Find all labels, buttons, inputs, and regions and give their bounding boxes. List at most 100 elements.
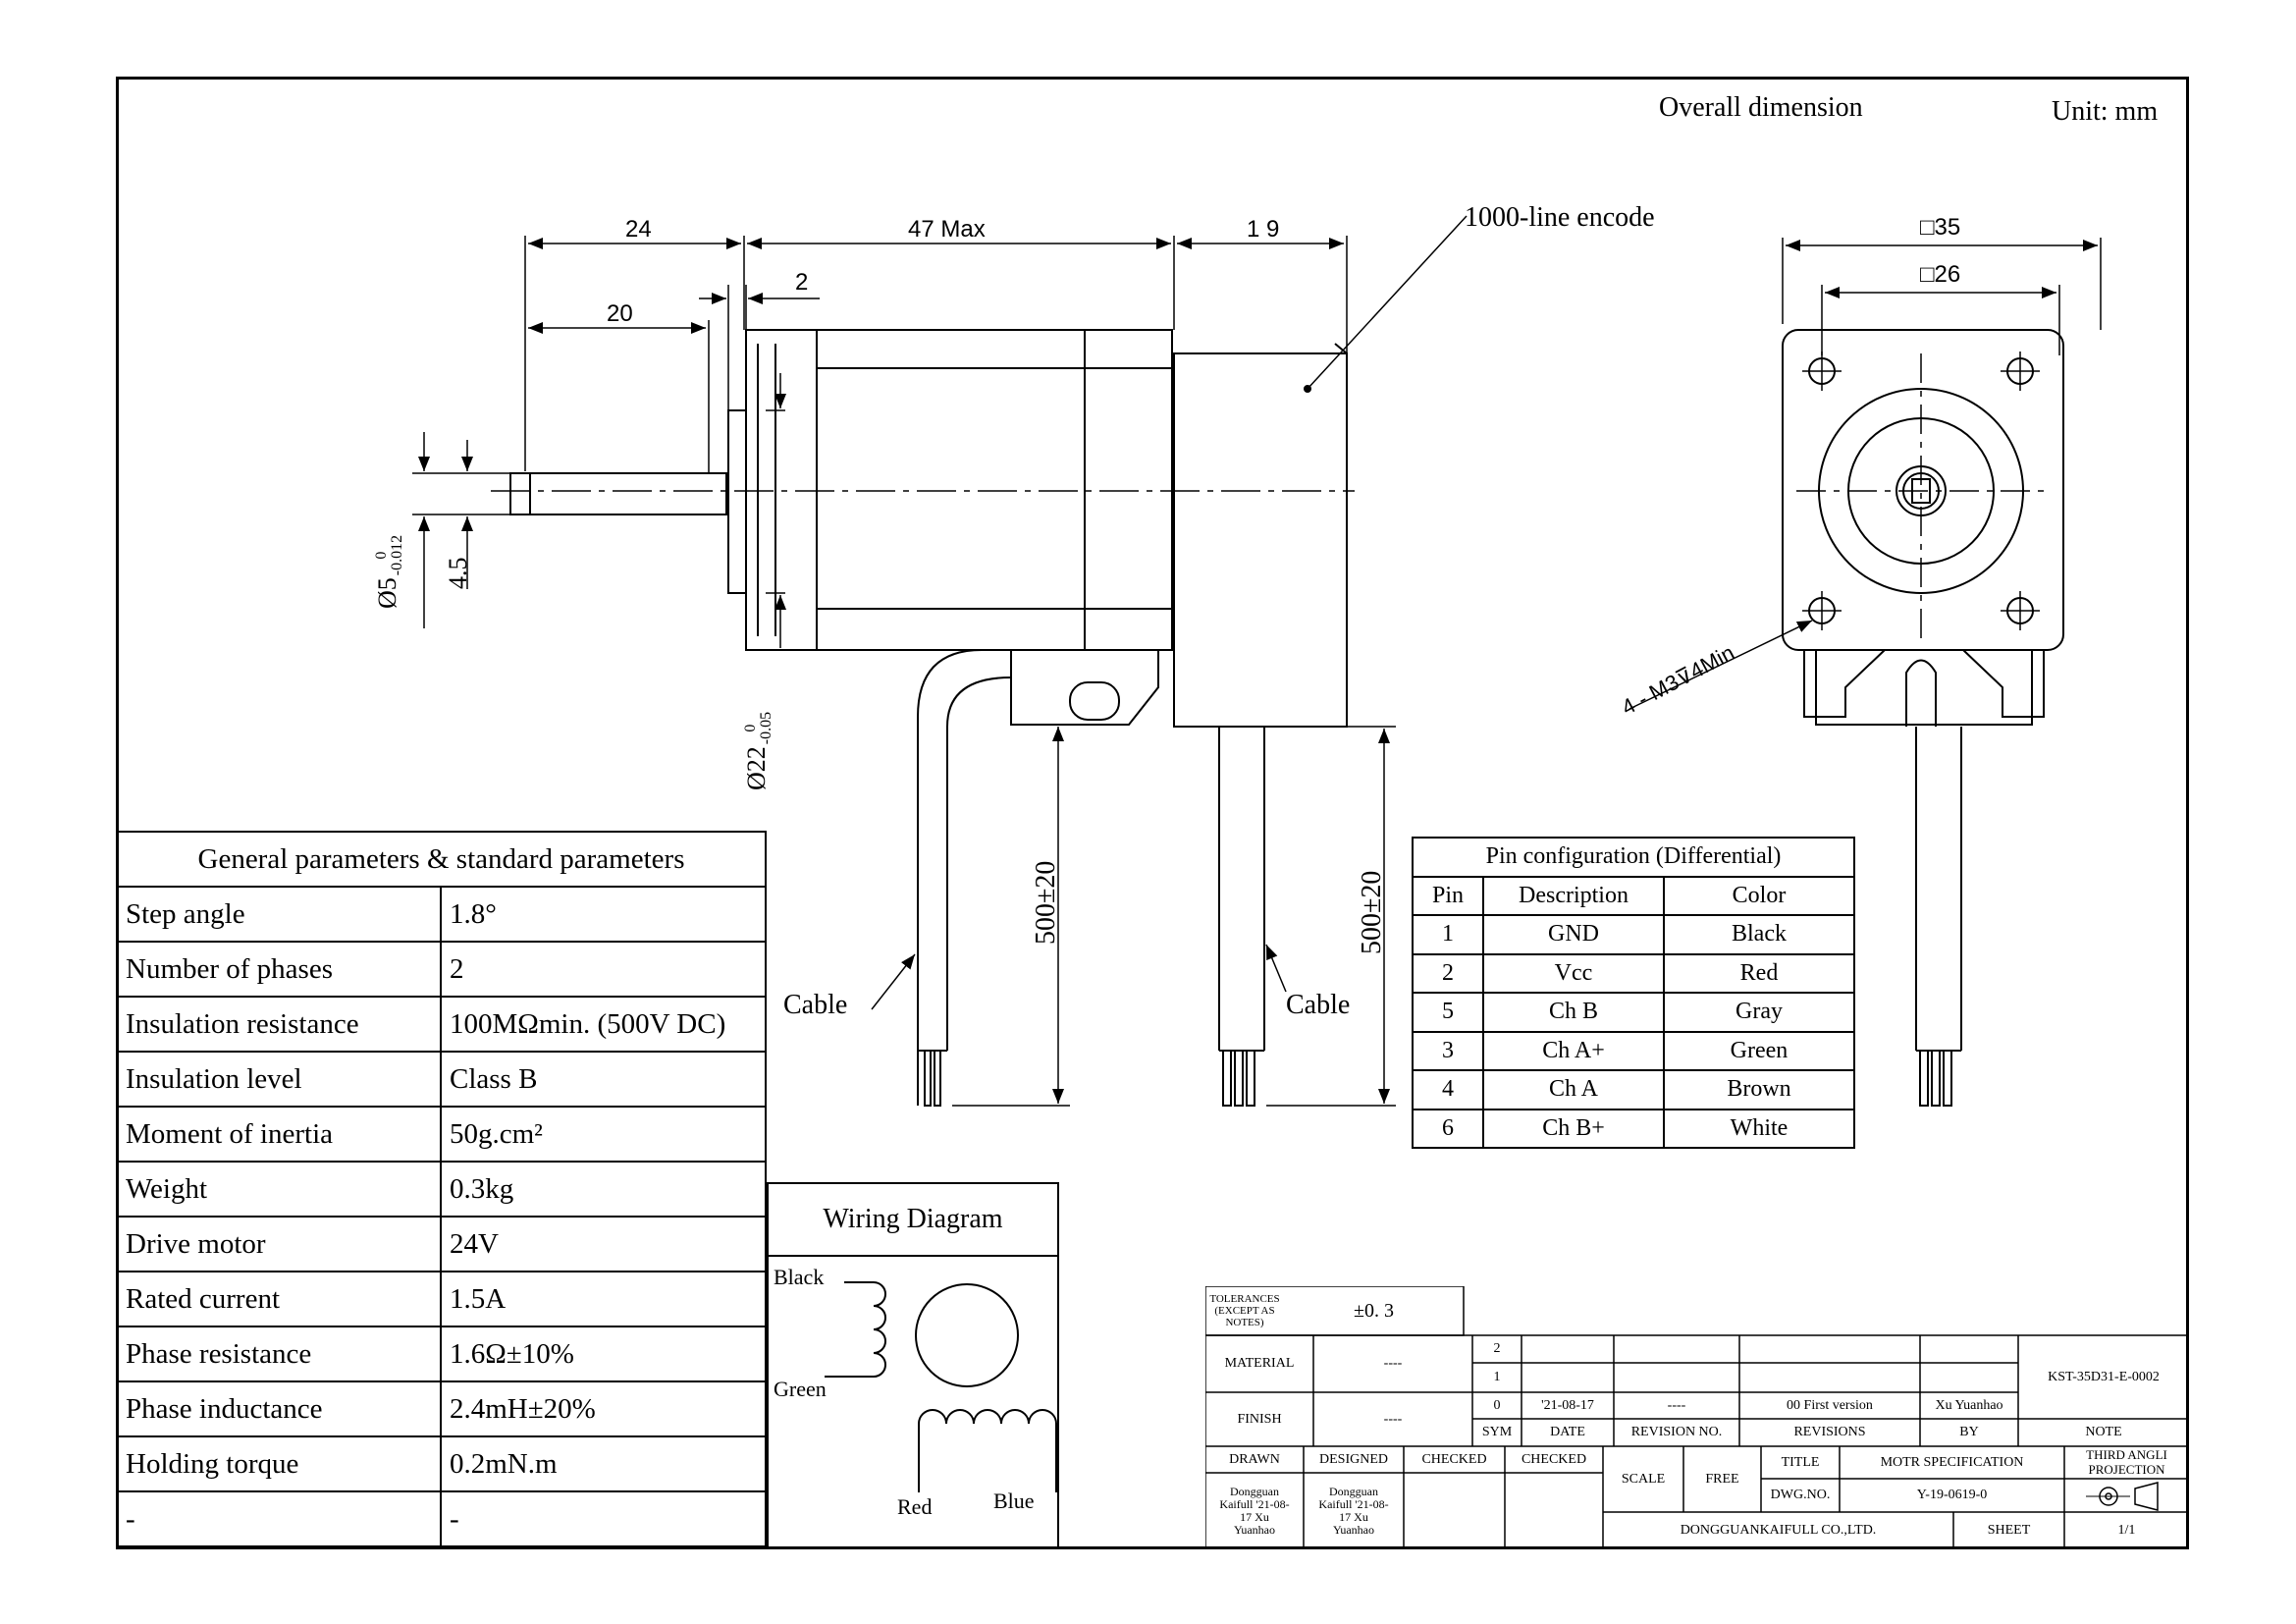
coil-b (918, 1409, 1057, 1492)
pin-header: Pin (1412, 875, 1484, 916)
wiring-diagram: Wiring Diagram (767, 1182, 1059, 1549)
param-name: Number of phases (116, 941, 442, 998)
dim-flat: 4.5 (444, 557, 472, 590)
color-cell: Green (1663, 1030, 1855, 1071)
by-header: BY (1959, 1425, 1979, 1440)
pin-cell: 1 (1412, 914, 1484, 955)
cable-label-2: Cable (1286, 990, 1351, 1020)
finish-label: FINISH (1237, 1411, 1282, 1427)
pilot-tol-bot: -0.05 (758, 711, 775, 745)
company-name: DONGGUANKAIFULL CO.,LTD. (1680, 1523, 1877, 1539)
param-value: Class B (440, 1051, 767, 1108)
drawn-by: Dongguan Kaifull '21-08-17 Xu Yuanhao (1219, 1484, 1290, 1538)
dwg-label: DWG.NO. (1770, 1488, 1831, 1503)
scale-value: FREE (1705, 1471, 1739, 1487)
param-name: Drive motor (116, 1216, 442, 1272)
param-value: 24V (440, 1216, 767, 1272)
motor-boss (727, 409, 747, 594)
tolerances-value: ±0. 3 (1354, 1300, 1394, 1322)
dim-cable-length-2: 500±20 (1357, 870, 1387, 954)
dim-hole-square: □26 (1920, 261, 1961, 288)
scale-label: SCALE (1621, 1471, 1666, 1487)
dim-flat-length: 20 (607, 300, 633, 327)
param-name: - (116, 1490, 442, 1547)
param-name: Insulation level (116, 1051, 442, 1108)
dim-encoder-length: 1 9 (1247, 216, 1280, 243)
projection-symbol-icon (2091, 1479, 2169, 1512)
rev-2: 2 (1493, 1341, 1501, 1357)
desc-cell: Ch B (1482, 992, 1665, 1033)
material-value: ---- (1383, 1356, 1403, 1372)
param-name: Phase inductance (116, 1380, 442, 1437)
param-name: Weight (116, 1161, 442, 1218)
param-name: Moment of inertia (116, 1106, 442, 1163)
front-flange (1782, 329, 2064, 651)
title-block-grid (1205, 1286, 2189, 1549)
wire-blue-label: Blue (993, 1489, 1035, 1513)
date-header: DATE (1550, 1425, 1585, 1440)
param-value: - (440, 1490, 767, 1547)
material-label: MATERIAL (1224, 1356, 1295, 1372)
projection-label: THIRD ANGLI PROJECTION (2086, 1447, 2167, 1477)
shaft-dia-text: Ø5 (373, 577, 401, 609)
param-value: 1.5A (440, 1271, 767, 1327)
dim-body-length: 47 Max (908, 216, 986, 243)
param-value: 50g.cm² (440, 1106, 767, 1163)
color-cell: Black (1663, 914, 1855, 955)
title-label: TITLE (1781, 1454, 1820, 1470)
pins-title: Pin configuration (Differential) (1412, 837, 1855, 878)
param-value: 2 (440, 941, 767, 998)
pin-cell: 4 (1412, 1069, 1484, 1110)
pilot-tol-top: 0 (742, 724, 760, 732)
color-cell: Brown (1663, 1069, 1855, 1110)
rev-0-by: Xu Yuanhao (1935, 1397, 2003, 1413)
encoder-housing (1173, 352, 1348, 728)
encoder-label: 1000-line encode (1465, 202, 1655, 233)
dim-outer-square: □35 (1920, 214, 1961, 241)
color-header: Color (1663, 875, 1855, 916)
params-title: General parameters & standard parameters (116, 831, 767, 888)
cable-gland (1010, 650, 1159, 726)
wire-black-label: Black (774, 1265, 825, 1289)
table-row: -- (116, 1490, 767, 1547)
pin-cell: 3 (1412, 1030, 1484, 1071)
wire-green-label: Green (774, 1377, 827, 1401)
color-cell: White (1663, 1108, 1855, 1149)
shaft-tol-bot: -0.012 (389, 534, 406, 576)
coil-a (825, 1281, 886, 1378)
param-name: Step angle (116, 886, 442, 943)
pin-cell: 6 (1412, 1108, 1484, 1149)
title-value: MOTR SPECIFICATION (1880, 1454, 2024, 1470)
color-cell: Gray (1663, 992, 1855, 1033)
tolerances-label: TOLERANCES (EXCEPT AS NOTES) (1209, 1292, 1280, 1329)
dwg-value: Y-19-0619-0 (1916, 1488, 1988, 1503)
unit-label: Unit: mm (2052, 96, 2159, 127)
rev-0-description: 00 First version (1787, 1397, 1873, 1413)
cable-label-1: Cable (783, 990, 848, 1020)
motor-flange (745, 329, 818, 651)
checked-label-2: CHECKED (1521, 1451, 1587, 1467)
param-name: Insulation resistance (116, 996, 442, 1053)
param-value: 2.4mH±20% (440, 1380, 767, 1437)
pin-cell: 2 (1412, 952, 1484, 994)
note-header: NOTE (2085, 1425, 2122, 1440)
revisions-header: REVISIONS (1793, 1425, 1866, 1440)
param-value: 100MΩmin. (500V DC) (440, 996, 767, 1053)
drawing-title: Overall dimension (1659, 92, 1863, 123)
dim-cable-length-1: 500±20 (1031, 860, 1061, 945)
dim-shaft-length: 24 (625, 216, 652, 243)
